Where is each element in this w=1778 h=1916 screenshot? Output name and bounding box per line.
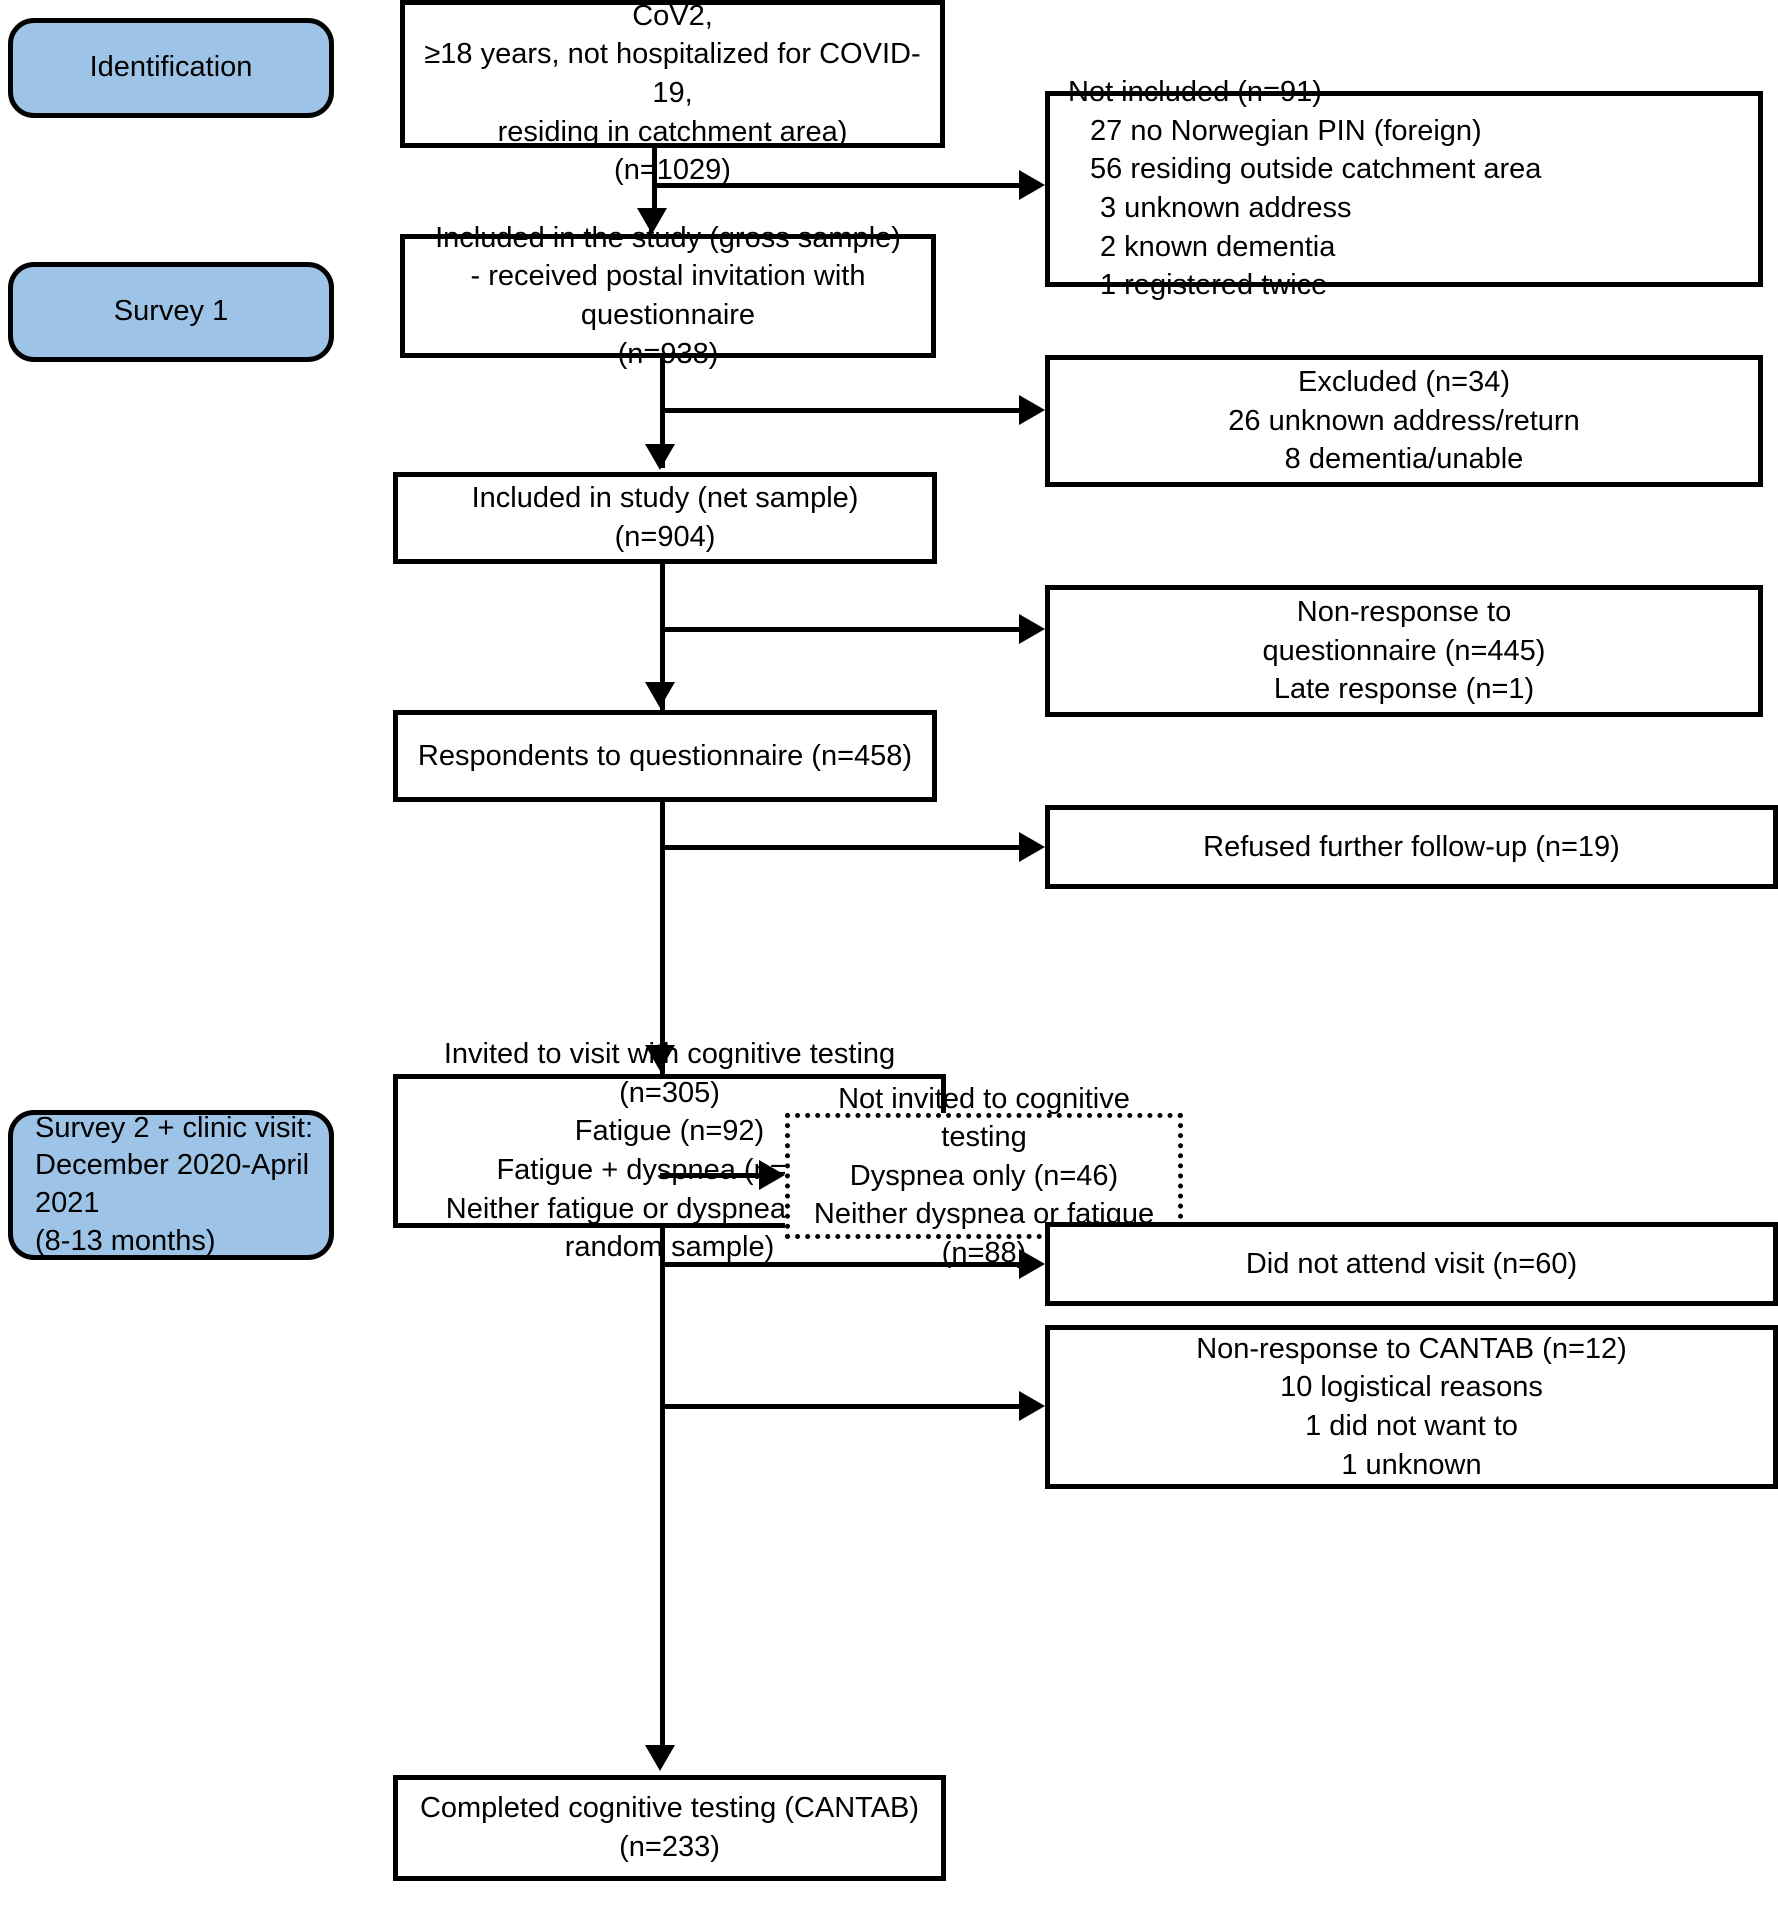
flow-box-excluded: Excluded (n=34) 26 unknown address/retur… — [1045, 355, 1763, 487]
arrowhead-refused — [1019, 832, 1045, 862]
arrowhead-not-invited — [759, 1160, 785, 1190]
arrowhead-net-sample — [645, 444, 675, 470]
net-sample-line-2: (n=904) — [614, 521, 716, 553]
non-response-cantab-line-4: 1 unknown — [1341, 1448, 1482, 1481]
net-sample-line-1: Included in study (net sample) — [471, 482, 859, 515]
non-response-cantab-line-3: 1 did not want to — [1305, 1410, 1518, 1442]
gross-sample-text: Included in the study (gross sample) - r… — [415, 219, 921, 373]
flow-box-not-invited: Not invited to cognitive testing Dyspnea… — [785, 1083, 1183, 1269]
flow-box-completed-cantab: Completed cognitive testing (CANTAB) (n=… — [393, 1775, 946, 1881]
non-response-cantab-line-1: Non-response to CANTAB (n=12) — [1196, 1332, 1627, 1365]
not-included-line-4: 3 unknown address — [1100, 192, 1352, 224]
non-response-line-2: questionnaire (n=445) — [1262, 634, 1546, 667]
not-invited-text: Not invited to cognitive testing Dyspnea… — [800, 1080, 1168, 1273]
stage-label-survey-2: Survey 2 + clinic visit: December 2020-A… — [35, 1110, 315, 1261]
did-not-attend-text: Did not attend visit (n=60) — [1245, 1247, 1578, 1280]
arrowhead-non-response — [1019, 614, 1045, 644]
excluded-text: Excluded (n=34) 26 unknown address/retur… — [1060, 363, 1748, 479]
connector-to-did-not-attend — [660, 1262, 1030, 1267]
connector-gross-to-net — [660, 358, 665, 468]
gross-sample-line-3: (n=938) — [617, 337, 719, 370]
arrowhead-completed — [645, 1745, 675, 1771]
connector-to-excluded — [660, 408, 1030, 413]
connector-to-non-response-cantab — [660, 1404, 1030, 1409]
refused-followup-text: Refused further follow-up (n=19) — [1203, 830, 1620, 863]
arrowhead-non-response-cantab — [1019, 1391, 1045, 1421]
flow-box-refused-followup: Refused further follow-up (n=19) — [1045, 805, 1778, 889]
excluded-line-2: 26 unknown address/return — [1228, 404, 1580, 437]
eligible-line-1: Eligible patients (pos PCR for SARS-CoV2… — [632, 0, 713, 32]
stage-box-survey-1: Survey 1 — [8, 262, 334, 362]
excluded-line-1: Excluded (n=34) — [1298, 366, 1510, 399]
not-included-line-3: 56 residing outside catchment area — [1090, 153, 1542, 186]
stage-survey2-line-1: Survey 2 + clinic visit: — [35, 1111, 314, 1144]
not-invited-line-1: Not invited to cognitive testing — [838, 1082, 1130, 1154]
connector-to-not-invited — [660, 1173, 770, 1178]
non-response-text: Non-response to questionnaire (n=445) La… — [1060, 593, 1748, 709]
arrowhead-invited — [645, 1045, 675, 1071]
not-included-line-1: Not included (n=91) — [1068, 76, 1322, 109]
flow-box-non-response-cantab: Non-response to CANTAB (n=12) 10 logisti… — [1045, 1325, 1778, 1489]
connector-respondents-to-invited — [660, 802, 665, 1076]
not-invited-line-2: Dyspnea only (n=46) — [849, 1159, 1119, 1192]
not-included-line-6: 1 registered twice — [1100, 269, 1328, 302]
gross-sample-line-1: Included in the study (gross sample) — [435, 221, 901, 254]
non-response-cantab-line-2: 10 logistical reasons — [1280, 1371, 1543, 1404]
eligible-line-3: residing in catchment area) — [497, 115, 848, 148]
flow-box-not-included: Not included (n=91) 27 no Norwegian PIN … — [1045, 76, 1763, 301]
stage-survey2-line-2: December 2020-April 2021 — [35, 1149, 310, 1219]
arrowhead-excluded — [1019, 395, 1045, 425]
not-included-line-2: 27 no Norwegian PIN (foreign) — [1090, 114, 1482, 147]
flow-box-net-sample: Included in study (net sample) (n=904) — [393, 472, 937, 564]
connector-to-refused — [660, 845, 1030, 850]
stage-survey2-line-3: (8-13 months) — [35, 1224, 216, 1257]
not-included-text: Not included (n=91) 27 no Norwegian PIN … — [1068, 73, 1748, 304]
connector-to-not-included — [652, 183, 1030, 188]
stage-label-identification: Identification — [89, 51, 253, 84]
flow-box-respondents: Respondents to questionnaire (n=458) — [393, 710, 937, 802]
invited-line-2: Fatigue (n=92) — [574, 1115, 765, 1148]
flow-box-non-response: Non-response to questionnaire (n=445) La… — [1045, 585, 1763, 717]
stage-box-survey-2: Survey 2 + clinic visit: December 2020-A… — [8, 1110, 334, 1260]
excluded-line-3: 8 dementia/unable — [1284, 443, 1524, 476]
flow-box-gross-sample: Included in the study (gross sample) - r… — [400, 222, 936, 370]
flow-box-did-not-attend: Did not attend visit (n=60) — [1045, 1222, 1778, 1306]
stage-label-survey-1: Survey 1 — [113, 295, 229, 328]
connector-invited-to-completed — [660, 1228, 665, 1748]
arrowhead-respondents — [645, 682, 675, 708]
stage-box-identification: Identification — [8, 18, 334, 118]
eligible-line-2: ≥18 years, not hospitalized for COVID-19… — [424, 38, 921, 109]
gross-sample-line-2: - received postal invitation with questi… — [470, 260, 866, 331]
eligible-patients-text: Eligible patients (pos PCR for SARS-CoV2… — [415, 0, 930, 190]
respondents-text: Respondents to questionnaire (n=458) — [417, 739, 913, 772]
flow-box-eligible-patients: Eligible patients (pos PCR for SARS-CoV2… — [400, 0, 945, 186]
connector-to-non-response — [660, 627, 1030, 632]
arrowhead-did-not-attend — [1019, 1249, 1045, 1279]
non-response-cantab-text: Non-response to CANTAB (n=12) 10 logisti… — [1060, 1330, 1763, 1484]
not-included-line-5: 2 known dementia — [1100, 230, 1336, 263]
non-response-line-3: Late response (n=1) — [1273, 673, 1535, 706]
arrowhead-gross-sample — [637, 208, 667, 234]
invited-to-visit-text: Invited to visit with cognitive testing … — [408, 1035, 931, 1266]
arrowhead-not-included — [1019, 170, 1045, 200]
connector-net-to-respondents — [660, 564, 665, 714]
not-invited-line-3: Neither dyspnea or fatigue (n=88) — [813, 1198, 1155, 1269]
non-response-line-1: Non-response to — [1296, 596, 1512, 629]
net-sample-text: Included in study (net sample) (n=904) — [408, 479, 922, 556]
eligible-line-4: (n=1029) — [614, 154, 731, 187]
completed-cantab-text: Completed cognitive testing (CANTAB) (n=… — [419, 1792, 920, 1863]
